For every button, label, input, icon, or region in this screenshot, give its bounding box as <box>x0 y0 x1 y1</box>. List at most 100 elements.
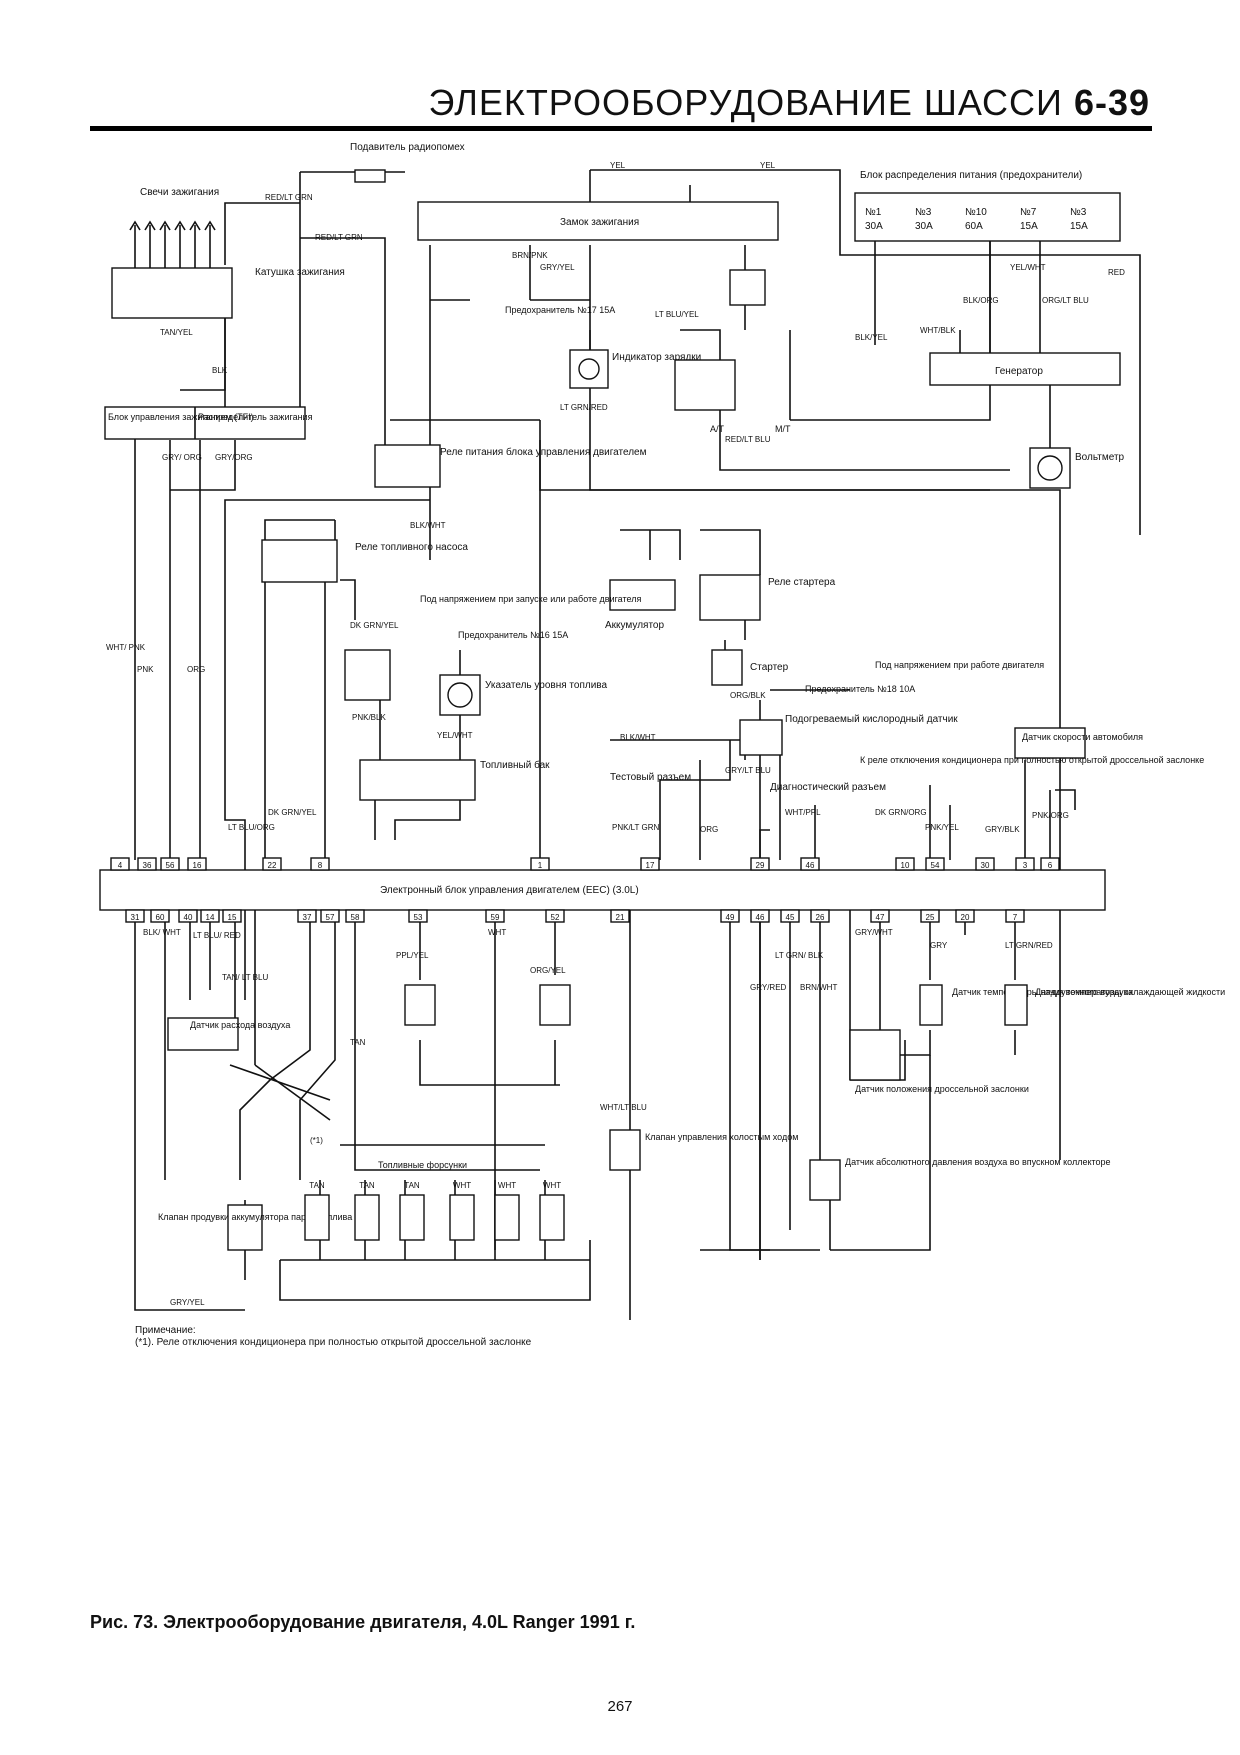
maf-sensor: Датчик расхода воздуха <box>167 1017 290 1051</box>
fuel-tank-label: Топливный бак <box>480 759 550 771</box>
wire-label: LT BLU/ORG <box>228 823 275 832</box>
act-label: Датчик температуры наддувочного воздуха <box>952 987 1133 997</box>
shift-solenoid <box>539 984 571 1026</box>
eec-power-relay: Реле питания блока управления двигателем <box>374 444 647 488</box>
mt-label: M/T <box>775 424 791 434</box>
fuse16-label: Предохранитель №16 15А <box>458 630 568 640</box>
eec-pin-box <box>310 857 330 871</box>
voltmeter-label: Вольтметр <box>1075 452 1125 463</box>
fuel-injector <box>304 1194 330 1241</box>
eec-pin-box <box>485 909 505 923</box>
wire-label: (*1) <box>310 1136 323 1145</box>
eec-pin-number: 22 <box>268 861 277 870</box>
eec-pin-box <box>137 857 157 871</box>
ac-clutch-switch <box>729 269 766 306</box>
fuse-rating: 30A <box>915 221 933 232</box>
wire-label: GRY/BLK <box>985 825 1020 834</box>
injector-wire-label: TAN <box>404 1181 420 1190</box>
wire-label: ORG <box>187 665 205 674</box>
converter-clutch-solenoid <box>404 984 436 1026</box>
tps-sensor: Датчик положения дроссельной заслонки <box>849 1029 1029 1094</box>
wire-label: DK GRN/YEL <box>268 808 317 817</box>
fuel-injector <box>539 1194 565 1241</box>
page-number: 267 <box>607 1698 633 1715</box>
eec-pin-number: 26 <box>816 913 825 922</box>
eec-pin-number: 46 <box>806 861 815 870</box>
eec-pin-box <box>720 909 740 923</box>
eec-pin-number: 53 <box>414 913 423 922</box>
eec-pin-number: 4 <box>118 861 123 870</box>
eec-pin-box <box>640 857 660 871</box>
eec-pin-box <box>297 909 317 923</box>
wire-label: WHT/PPL <box>785 808 821 817</box>
spark-plugs-label: Свечи зажигания <box>140 187 219 198</box>
eec-pin-box <box>780 909 800 923</box>
distributor-label: Распределитель зажигания <box>198 412 313 422</box>
eec-pin-box <box>345 909 365 923</box>
fuse-rating: 60A <box>965 221 983 232</box>
fuel-injector <box>449 1194 475 1241</box>
fuse-number: №1 <box>865 207 882 218</box>
eec-pin-box <box>975 857 995 871</box>
wire-label: BRN/PNK <box>512 251 548 260</box>
eec-pin-box <box>187 857 207 871</box>
eec-pin-number: 15 <box>228 913 237 922</box>
fuse-number: №10 <box>965 207 987 218</box>
eec-pin-number: 3 <box>1023 861 1028 870</box>
ignition-coil-label: Катушка зажигания <box>255 267 345 278</box>
suppressor-label: Подавитель радиопомех <box>350 142 465 153</box>
wire-label: PPL/YEL <box>396 951 429 960</box>
wire-label: DK GRN/ORG <box>875 808 927 817</box>
eec-pin-box <box>262 857 282 871</box>
eec-pin-box <box>178 909 198 923</box>
wire-label: PNK <box>137 665 154 674</box>
ect-sensor: Датчик температуры охлаждающей жидкости <box>1004 984 1225 1026</box>
eec-pin-number: 31 <box>131 913 140 922</box>
live-engine-label: Под напряжением при работе двигателя <box>875 660 1044 670</box>
starter: Стартер <box>711 649 789 686</box>
injectors-label: Топливные форсунки <box>378 1160 467 1170</box>
ignition-coil: Катушка зажигания <box>111 267 345 319</box>
wire-label: BLK/ORG <box>963 296 999 305</box>
fuse-rating: 15A <box>1070 221 1088 232</box>
fuse-rating: 15A <box>1020 221 1038 232</box>
wiring-diagram: Замок зажигания Подавитель радиопомех Св… <box>99 142 1225 1320</box>
diag-connector-label: Диагностический разъем <box>770 782 886 793</box>
tps-label: Датчик положения дроссельной заслонки <box>855 1084 1029 1094</box>
eec-pin-box <box>1005 909 1025 923</box>
eec-pin-box <box>160 857 180 871</box>
spark-plugs: Свечи зажигания <box>129 187 219 270</box>
wire-label: PNK/LT GRN <box>612 823 659 832</box>
fuse-number: №3 <box>915 207 932 218</box>
injector-wire-label: WHT <box>453 1181 471 1190</box>
vss-label: Датчик скорости автомобиля <box>1022 732 1143 742</box>
fuel-injector <box>494 1194 520 1241</box>
wires-bottom <box>134 900 1016 1320</box>
wire-label: GRY <box>930 941 948 950</box>
map-sensor: Датчик абсолютного давления воздуха во в… <box>809 1157 1111 1201</box>
eec-pin-number: 60 <box>156 913 165 922</box>
wire-label: LT GRN/RED <box>560 403 608 412</box>
eec-pin-box <box>530 857 550 871</box>
wire-label: GRY/RED <box>750 983 787 992</box>
wire-label: BLK/YEL <box>855 333 888 342</box>
wire-label: WHT <box>488 928 506 937</box>
page-header: ЭЛЕКТРООБОРУДОВАНИЕ ШАССИ 6-39 <box>90 82 1150 124</box>
wire-label: ORG/BLK <box>730 691 766 700</box>
wire-label: GRY/LT BLU <box>725 766 771 775</box>
eec-pin-box <box>870 909 890 923</box>
eec-pin-number: 14 <box>206 913 215 922</box>
eec-label: Электронный блок управления двигателем (… <box>380 884 639 896</box>
eec-pin-number: 56 <box>166 861 175 870</box>
wire-label: WHT/LT BLU <box>600 1103 647 1112</box>
eec-pin-number: 58 <box>351 913 360 922</box>
wire-label: ORG <box>700 825 718 834</box>
wire-label: YEL <box>610 161 626 170</box>
wire-label: BLK <box>212 366 228 375</box>
eec-pin-box <box>545 909 565 923</box>
starter-relay: Реле стартера <box>699 574 836 621</box>
wire-label: YEL/WHT <box>437 731 473 740</box>
wire-label: RED/LT BLU <box>725 435 771 444</box>
